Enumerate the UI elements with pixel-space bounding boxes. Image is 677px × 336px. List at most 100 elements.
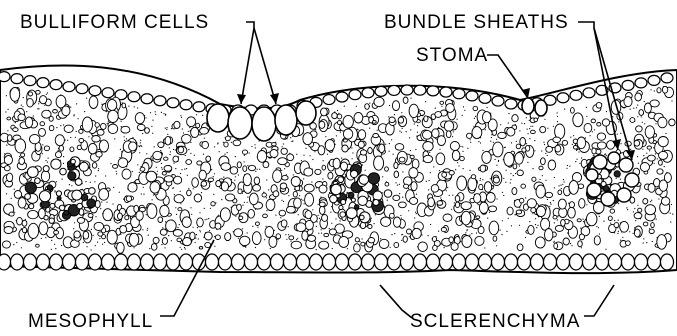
stipple-dot	[67, 140, 68, 141]
stipple-dot	[19, 156, 20, 157]
mesophyll-cell	[608, 216, 612, 220]
stipple-dot	[95, 245, 96, 246]
mesophyll-cell	[657, 88, 661, 93]
epidermis-cell	[635, 78, 647, 88]
stipple-dot	[137, 107, 138, 108]
stipple-dot	[165, 221, 166, 222]
stipple-dot	[550, 204, 551, 205]
vascular-cell	[351, 170, 358, 177]
vascular-cell	[351, 198, 355, 202]
epidermis-cell	[141, 254, 154, 270]
stipple-dot	[637, 116, 638, 117]
stipple-dot	[529, 120, 530, 121]
epidermis-cell	[128, 92, 140, 102]
stipple-dot	[617, 134, 618, 135]
mesophyll-cell	[296, 223, 306, 232]
mesophyll-cell	[221, 182, 228, 191]
stipple-dot	[45, 237, 46, 238]
mesophyll-cell	[409, 104, 418, 117]
bulliform-arrow-1	[241, 28, 254, 104]
vascular-cell	[358, 196, 367, 205]
mesophyll-cell	[354, 244, 361, 252]
stipple-dot	[175, 207, 176, 208]
stipple-dot	[528, 133, 529, 134]
mesophyll-cell	[202, 141, 209, 148]
stipple-dot	[132, 137, 133, 138]
stipple-dot	[516, 141, 517, 142]
stipple-dot	[646, 153, 647, 154]
epidermis-cell	[284, 254, 297, 270]
epidermis-cell	[206, 254, 219, 270]
mesophyll-cell	[221, 163, 231, 171]
mesophyll-cell	[489, 206, 497, 212]
stipple-dot	[536, 227, 537, 228]
stipple-dot	[26, 111, 27, 112]
stipple-dot	[496, 139, 497, 140]
stipple-dot	[84, 111, 85, 112]
epidermis-cell	[427, 86, 439, 96]
vascular-cell	[64, 210, 69, 215]
mesophyll-cell	[657, 169, 663, 174]
stipple-dot	[97, 242, 98, 243]
stipple-dot	[629, 231, 630, 232]
mesophyll-cell	[444, 121, 453, 132]
mesophyll-cell	[398, 117, 403, 123]
mesophyll-cell	[83, 231, 89, 239]
epidermis-cell	[440, 87, 452, 97]
mesophyll-cell	[610, 209, 615, 213]
mesophyll-cell	[512, 188, 517, 195]
stipple-dot	[340, 220, 341, 221]
mesophyll-cell	[230, 167, 238, 174]
stipple-dot	[657, 158, 658, 159]
mesophyll-cell	[28, 92, 32, 96]
mesophyll-cell	[578, 241, 583, 247]
stipple-dot	[658, 198, 659, 199]
stipple-dot	[463, 168, 464, 169]
stipple-dot	[630, 149, 631, 150]
mesophyll-cell	[305, 211, 312, 219]
mesophyll-cell	[278, 158, 288, 165]
stipple-dot	[184, 247, 185, 248]
mesophyll-cell	[201, 181, 207, 186]
vascular-cell	[50, 203, 55, 208]
stipple-dot	[145, 117, 146, 118]
stipple-dot	[251, 146, 252, 147]
mesophyll-cell	[573, 146, 577, 150]
stipple-dot	[322, 178, 323, 179]
stipple-dot	[15, 122, 16, 123]
stipple-dot	[181, 117, 182, 118]
stipple-dot	[101, 201, 102, 202]
mesophyll-cell	[137, 124, 145, 130]
mesophyll-cell	[423, 155, 432, 162]
vascular-cell	[29, 204, 34, 209]
stipple-dot	[281, 200, 282, 201]
stipple-dot	[332, 248, 333, 249]
stipple-dot	[259, 169, 260, 170]
stipple-dot	[503, 195, 504, 196]
epidermis-cell	[479, 93, 491, 103]
mesophyll-cell	[393, 217, 400, 227]
vascular-cell	[384, 190, 392, 198]
mesophyll-cell	[18, 114, 25, 121]
mesophyll-cell	[97, 130, 104, 136]
stipple-dot	[475, 116, 476, 117]
mesophyll-cell	[460, 156, 465, 160]
stipple-dot	[63, 124, 64, 125]
mesophyll-cell	[645, 205, 656, 215]
stipple-dot	[636, 107, 637, 108]
stipple-dot	[590, 135, 591, 136]
stipple-dot	[505, 182, 506, 183]
mesophyll-cell	[129, 233, 139, 246]
stipple-dot	[219, 151, 220, 152]
stipple-dot	[162, 227, 163, 228]
stipple-dot	[365, 170, 366, 171]
stipple-dot	[410, 98, 411, 99]
stipple-dot	[567, 165, 568, 166]
mesophyll-cell	[592, 148, 596, 154]
mesophyll-cell	[596, 102, 602, 108]
stipple-dot	[635, 220, 636, 221]
stipple-dot	[579, 163, 580, 164]
mesophyll-cell	[360, 150, 366, 155]
mesophyll-cell	[545, 192, 552, 197]
stipple-dot	[62, 179, 63, 180]
